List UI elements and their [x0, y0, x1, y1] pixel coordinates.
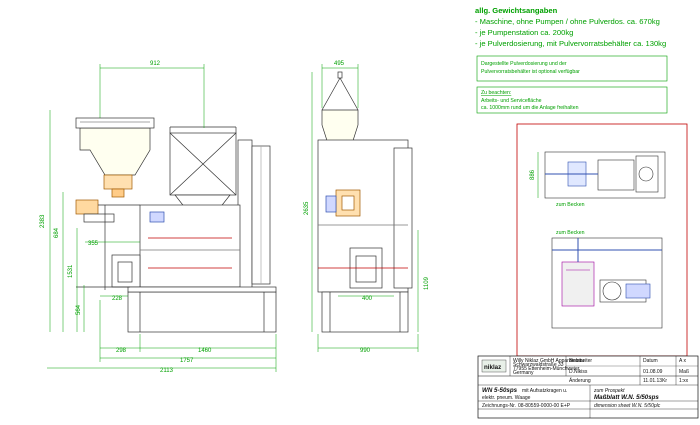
- attention-title: Arbeits- und Servicefläche: [481, 98, 542, 104]
- niklaz-logo: [481, 359, 507, 373]
- date: 01.08.09: [643, 369, 663, 375]
- dim-front-h3: 1531: [68, 264, 74, 278]
- dim-front-355: 355: [88, 241, 99, 247]
- company-line-1: Willy Niklaz GmbH Apparatebau: [513, 358, 584, 364]
- sheet: A x: [679, 358, 686, 364]
- weights-heading: allg. Gewichtsangaben: [475, 6, 558, 15]
- dim-front-1757: 1757: [180, 358, 194, 364]
- dim-side-990: 990: [360, 348, 371, 354]
- detail-label-a: zum Becken: [556, 202, 585, 208]
- detail-label-b: zum Becken: [556, 230, 585, 236]
- side-view: [317, 71, 413, 333]
- dim-side-height: 2635: [304, 201, 310, 215]
- purpose: zum Prospekt: [593, 388, 625, 394]
- optional-note-line-1: Dargestellte Pulverdosierung und der: [481, 61, 567, 67]
- dim-front-298: 298: [116, 348, 127, 354]
- title-de: Maßblatt W.N. 5/50sps: [594, 394, 659, 401]
- dim-front-h2: 684: [54, 227, 60, 238]
- drawing-label: Zeichnungs-Nr.: [482, 403, 516, 409]
- front-view: [75, 117, 277, 333]
- weights-block: allg. Gewichtsangaben - Maschine, ohne P…: [475, 6, 666, 48]
- dim-side-400: 400: [362, 296, 373, 302]
- attention-note-frame: [476, 86, 668, 114]
- dim-front-228: 228: [112, 296, 123, 302]
- dim-side-1109: 1109: [424, 276, 430, 290]
- scale-label: Maß: [679, 369, 689, 375]
- dim-side-top: 495: [334, 61, 345, 67]
- dim-front-top: 912: [150, 61, 161, 67]
- date2: 11.01.13Kr: [643, 378, 667, 384]
- weights-line-2: - je Pumpenstation ca. 200kg: [475, 28, 573, 37]
- detail-top-view: [544, 151, 666, 199]
- dim-front-2113: 2113: [160, 368, 174, 374]
- optional-note-line-2: Pulvervorratsbehälter ist optional verfü…: [481, 69, 580, 75]
- title-en: dimension sheet W.N. 5/50plc: [594, 403, 661, 409]
- drawn-by: D.Nikiss: [569, 369, 588, 375]
- machine-line-2: elektr. pneum. Waage: [482, 395, 531, 401]
- date-label: Datum: [643, 358, 658, 364]
- weights-line-1: - Maschine, ohne Pumpen / ohne Pulverdos…: [475, 17, 660, 26]
- front-dimensions: [47, 64, 277, 372]
- company-line-3: 77955 Ettenheim-Münchweier: [513, 366, 580, 372]
- machine-name-rest: mit Aufsatzkragen u.: [522, 388, 567, 394]
- weights-line-3: - je Pulverdosierung, mit Pulvervorratsb…: [475, 39, 666, 48]
- title-block: [477, 355, 699, 419]
- drawing-number: 08-80559-0000-00 E+P: [518, 403, 571, 409]
- attention-heading: Zu beachten:: [481, 90, 511, 96]
- change-label: Änderung: [569, 377, 591, 384]
- dim-detail-height: 886: [530, 169, 536, 180]
- attention-text: ca. 1000mm rund um die Anlage freihalten: [481, 105, 579, 111]
- company-line-4: Germany: [513, 370, 534, 376]
- dim-front-h4: 564: [76, 304, 82, 315]
- dim-front-1460: 1460: [198, 348, 212, 354]
- side-dimensions: [311, 64, 419, 352]
- company-line-2: Schwarzwaldstraße 33: [513, 362, 564, 368]
- dim-front-h1: 2383: [40, 214, 46, 228]
- drawn-label: Bearbeiter: [569, 358, 592, 364]
- optional-note-frame: [476, 55, 668, 82]
- logo-text: niklaz: [484, 364, 501, 371]
- detail-front-view: [551, 237, 663, 329]
- scale: 1:xx: [679, 378, 689, 384]
- machine-name: WN 5-50sps: [482, 387, 518, 394]
